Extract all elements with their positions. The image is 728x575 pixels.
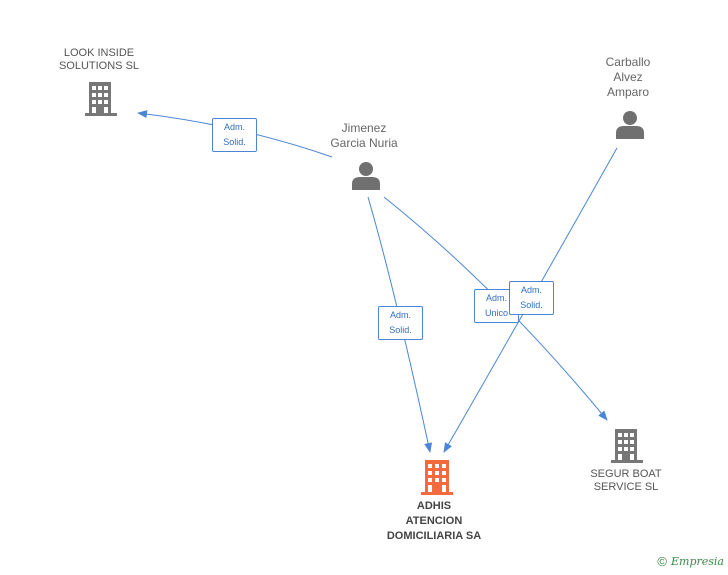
company-label-look-inside[interactable]: LOOK INSIDE SOLUTIONS SL: [48, 47, 150, 73]
building-icon[interactable]: [85, 82, 117, 116]
edge-label-line: Unico: [484, 308, 508, 318]
person-icon[interactable]: [352, 162, 380, 190]
edge-label-line: Adm.: [223, 122, 245, 132]
company-label-segur-boat[interactable]: SEGUR BOAT SERVICE SL: [576, 468, 676, 494]
focus-building-icon[interactable]: [421, 460, 453, 495]
edge-label-line: Solid.: [223, 137, 246, 147]
person-icon[interactable]: [616, 111, 644, 139]
label-line: SOLUTIONS SL: [58, 60, 140, 72]
label-line: Amparo: [606, 85, 650, 99]
copyright-icon: ©: [657, 554, 667, 569]
label-line: LOOK INSIDE: [63, 47, 135, 59]
edge-label-jimenez-look-inside: Adm. Solid.: [212, 118, 257, 152]
label-line: Carballo: [605, 55, 651, 69]
copyright-footer[interactable]: © Empresia: [657, 554, 724, 569]
label-line: DOMICILIARIA SA: [386, 530, 482, 542]
building-icon[interactable]: [611, 429, 643, 463]
edge-label-line: Adm.: [485, 293, 507, 303]
label-line: ADHIS: [416, 500, 452, 512]
label-line: ATENCION: [405, 515, 463, 527]
person-label-carballo[interactable]: Carballo Alvez Amparo: [592, 55, 664, 100]
edge-label-line: Solid.: [520, 300, 543, 310]
edge-label-line: Adm.: [520, 285, 542, 295]
label-line: Alvez: [613, 70, 643, 84]
brand-name: Empresia: [671, 555, 724, 568]
person-label-jimenez[interactable]: Jimenez Garcia Nuria: [314, 121, 414, 151]
edge-label-line: Solid.: [389, 325, 412, 335]
label-line: Garcia Nuria: [330, 136, 398, 150]
company-label-adhis[interactable]: ADHIS ATENCION DOMICILIARIA SA: [374, 499, 494, 544]
edge-label-line: Adm.: [389, 310, 411, 320]
edge-label-jimenez-adhis: Adm. Solid.: [378, 306, 423, 340]
label-line: SERVICE SL: [593, 481, 659, 493]
edge-label-carballo-adhis: Adm. Solid.: [509, 281, 554, 315]
label-line: Jimenez: [341, 121, 387, 135]
label-line: SEGUR BOAT: [590, 468, 662, 480]
